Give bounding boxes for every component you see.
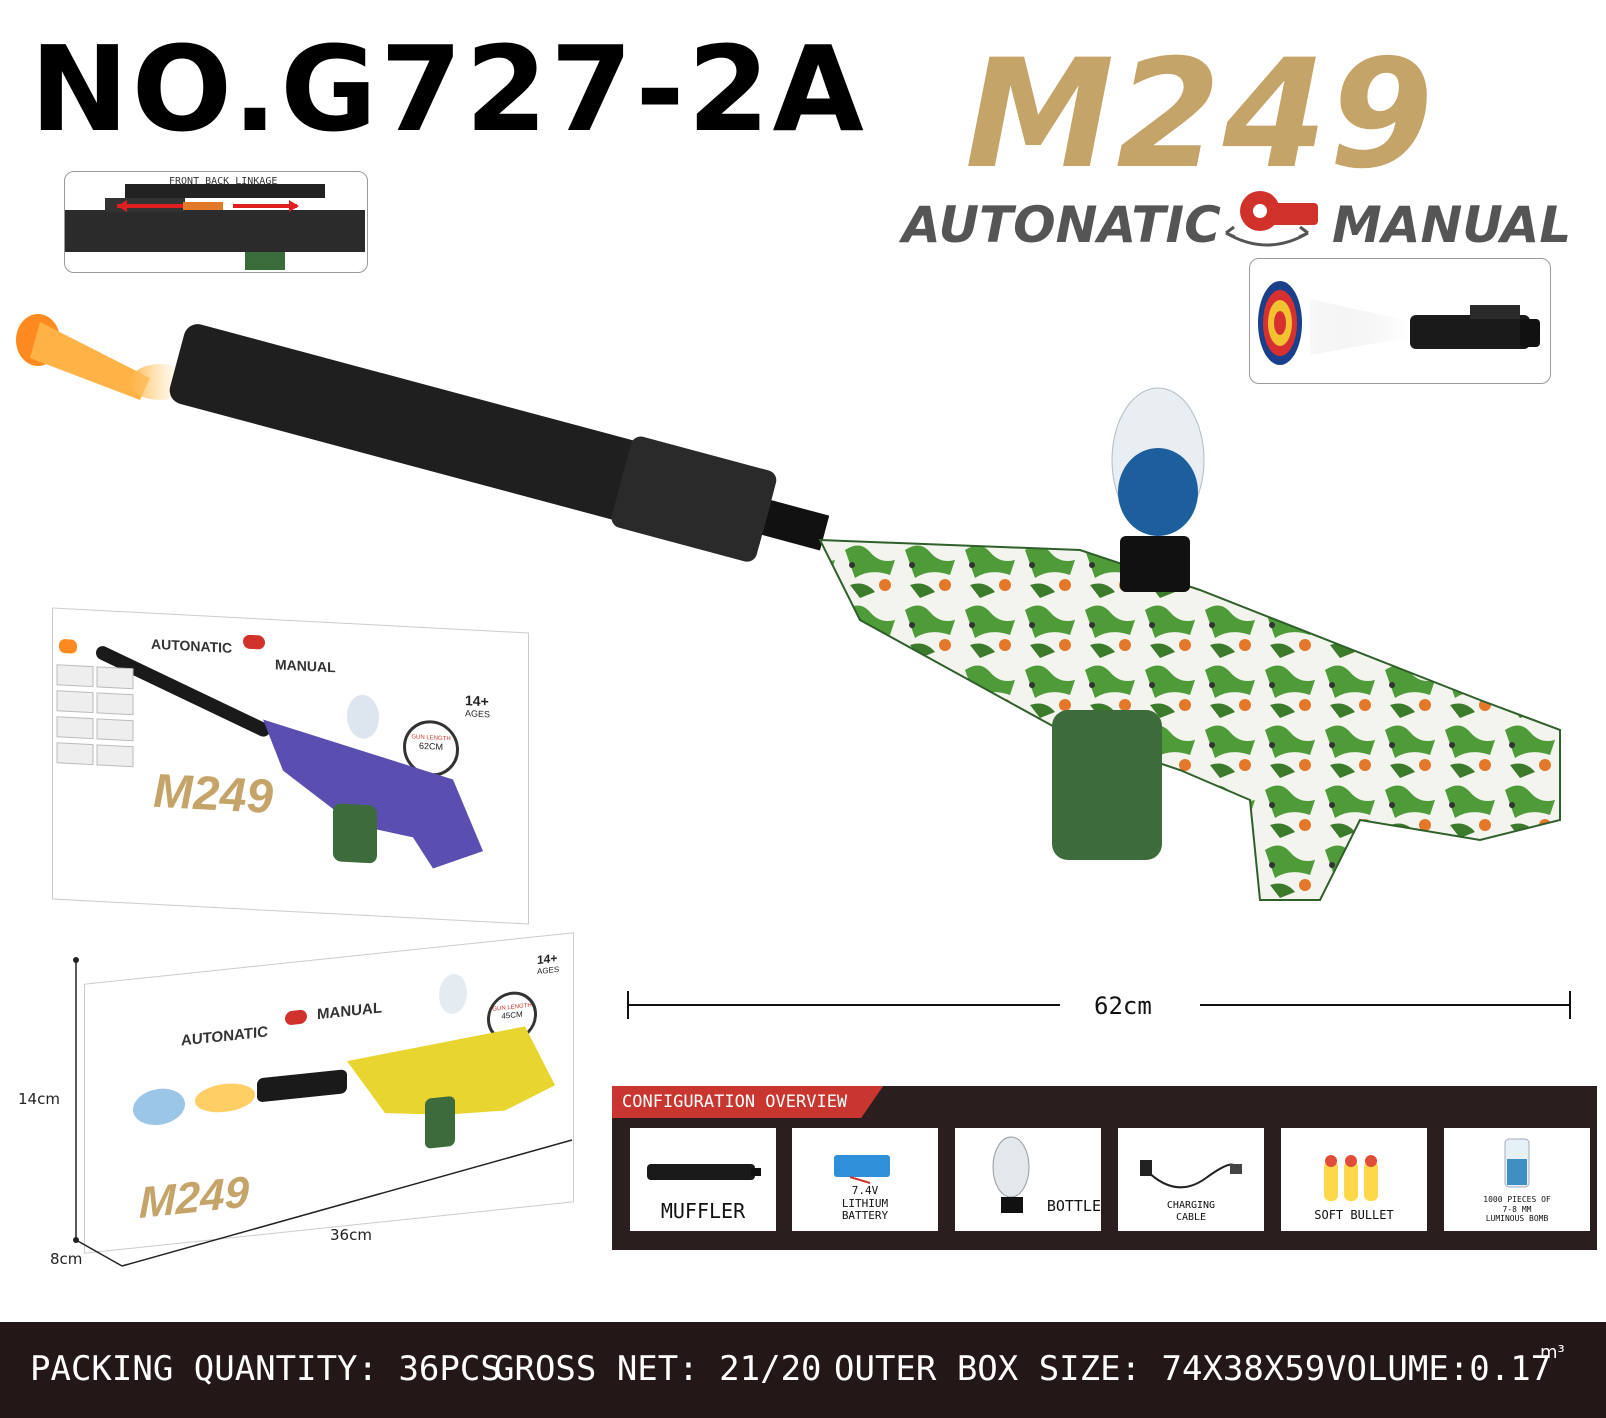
brand-title: M249 (965, 28, 1436, 202)
flashlight-target-icon (1258, 281, 1540, 365)
box1-gun-art (56, 639, 483, 869)
gun-illustration (16, 314, 1561, 901)
box-depth-label: 8cm (50, 1250, 83, 1268)
config-label-bottle: BOTTLE (1046, 1196, 1101, 1215)
muffler-icon (647, 1164, 761, 1180)
gun-linkage-icon (65, 184, 365, 270)
footer-gross-net: GROSS NET: 21/20 (494, 1349, 822, 1389)
mode-automatic-label: AUTONATIC (902, 196, 1221, 254)
mode-manual-label: MANUAL (1332, 196, 1572, 254)
config-item-beads: 1000 PIECES OF 7-8 MM LUMINOUS BOMB (1444, 1128, 1590, 1231)
config-label-soft-bullet: SOFT BULLET (1314, 1208, 1394, 1223)
model-number: NO.G727-2A (30, 20, 867, 158)
battery-icon (834, 1155, 890, 1185)
package-box-1: AUTONATIC MANUAL M249 14+ AGES GUN LENGT… (52, 607, 529, 925)
bottle-icon (992, 1136, 1030, 1213)
beads-icon (1504, 1138, 1530, 1188)
footer-outer-box-size: OUTER BOX SIZE: 74X38X59 (834, 1349, 1326, 1389)
linkage-caption: FRONT BACK LINKAGE (169, 176, 278, 187)
footer-volume-unit: m³ (1540, 1342, 1565, 1363)
config-item-soft-bullet: SOFT BULLET (1281, 1128, 1427, 1231)
box2-gun-art (133, 973, 555, 1149)
footer-volume: VOLUME:0.17 (1326, 1349, 1552, 1389)
bullet-icon (1324, 1155, 1378, 1202)
footer-bar (0, 1322, 1606, 1418)
config-item-muffler: MUFFLER (630, 1128, 776, 1231)
cable-icon (1140, 1160, 1242, 1189)
config-label-beads: 1000 PIECES OF 7-8 MM LUMINOUS BOMB (1483, 1195, 1551, 1223)
footer-packing-quantity: PACKING QUANTITY: 36PCS (30, 1349, 501, 1389)
flashlight-inset (1249, 258, 1551, 384)
config-label-muffler: MUFFLER (660, 1199, 746, 1223)
config-title: CONFIGURATION OVERVIEW (612, 1086, 883, 1118)
config-item-bottle: BOTTLE (955, 1128, 1101, 1231)
config-item-battery: 7.4V LITHIUM BATTERY (792, 1128, 938, 1231)
mode-switch-icon (1225, 191, 1318, 247)
linkage-inset: FRONT BACK LINKAGE (64, 171, 368, 273)
config-item-cable: CHARGING CABLE (1118, 1128, 1264, 1231)
config-label-cable: CHARGING CABLE (1166, 1200, 1216, 1223)
gun-length-line (627, 991, 1571, 1019)
config-label-battery: 7.4V LITHIUM BATTERY (841, 1184, 889, 1223)
box-height-label: 14cm (18, 1090, 60, 1108)
gun-length-label: 62cm (1094, 992, 1152, 1020)
package-box-2: AUTONATIC MANUAL M249 14+ AGES GUN LENGT… (84, 932, 574, 1254)
box2-dimension-lines (73, 957, 573, 1267)
box-width-label: 36cm (330, 1226, 372, 1244)
